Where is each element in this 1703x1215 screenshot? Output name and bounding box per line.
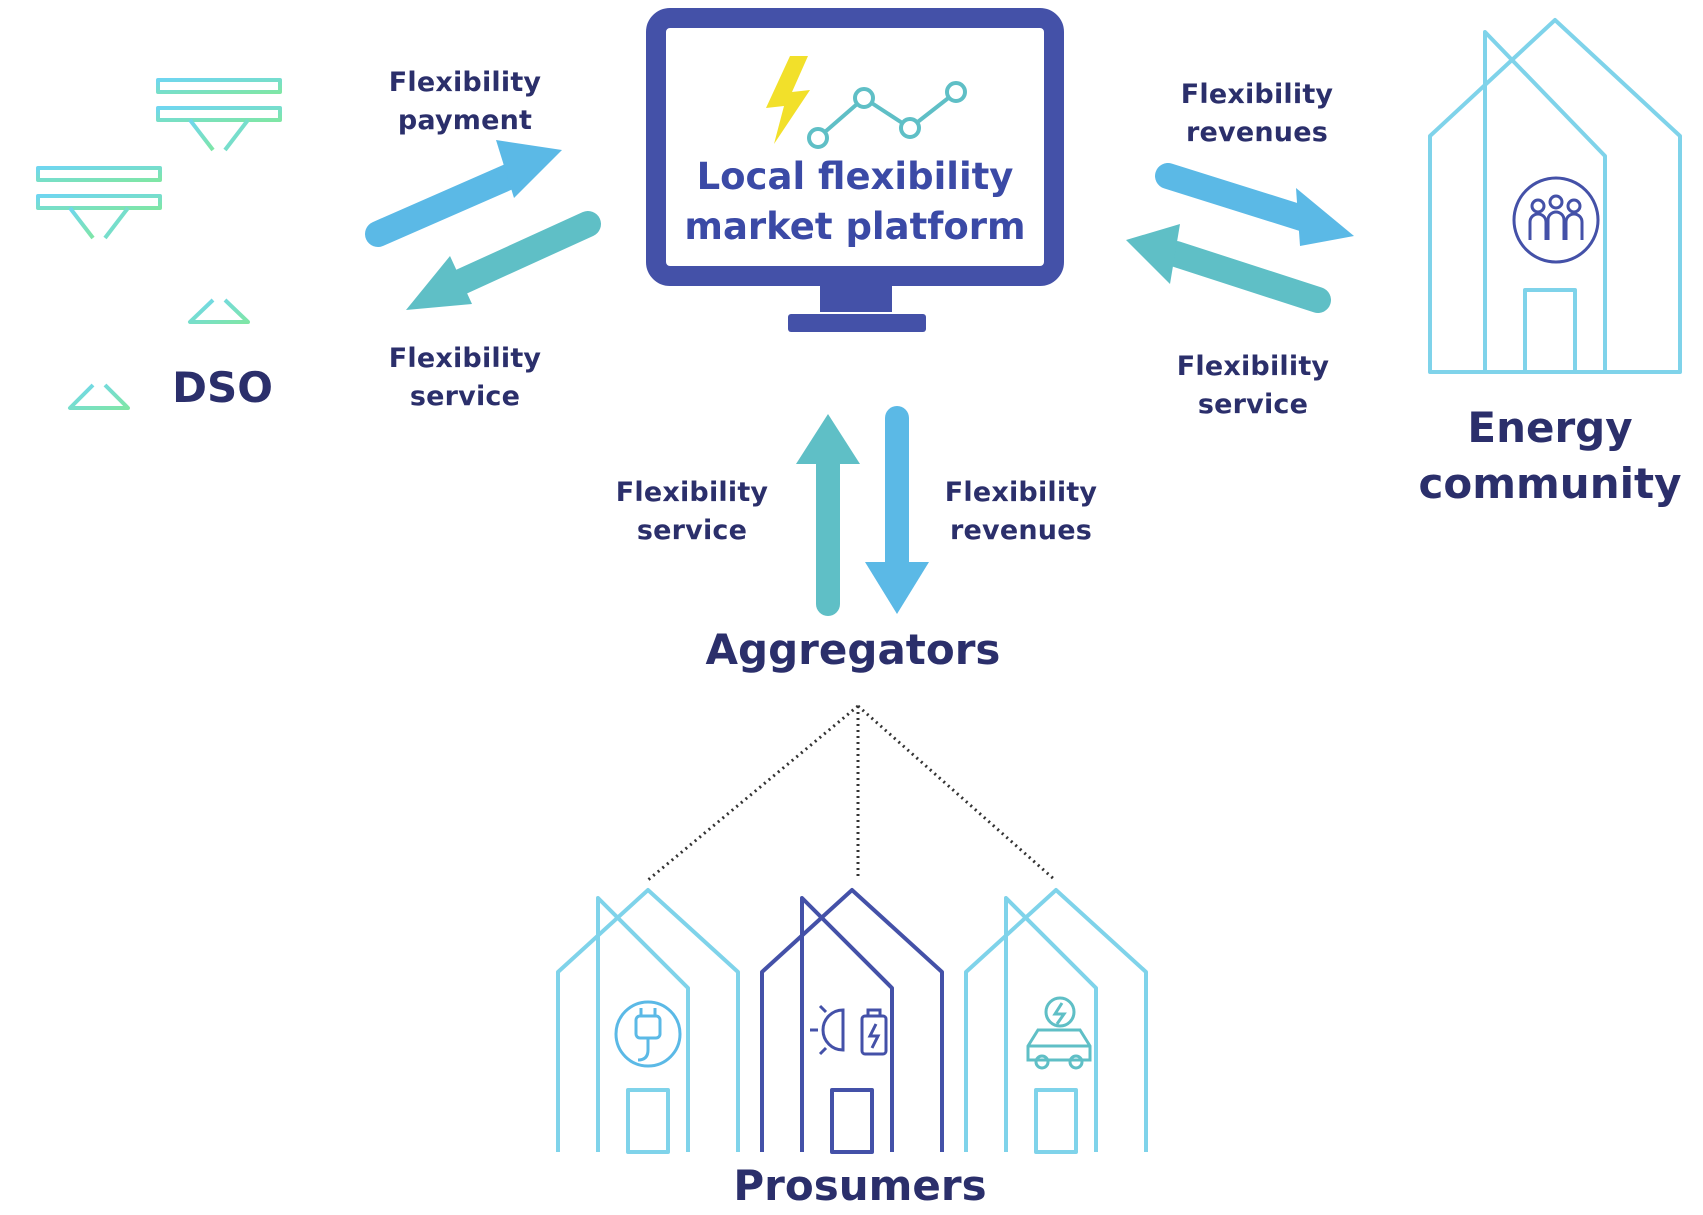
platform-title: Local flexibility market platform <box>676 152 1034 252</box>
flow-label-line: service <box>1197 389 1309 420</box>
electric-car-icon <box>1026 996 1092 1070</box>
energy-community-house <box>1428 18 1682 374</box>
flow-label-line: Flexibility <box>615 477 769 508</box>
flow-label-dso-payment: Flexibility payment <box>380 64 550 140</box>
arrow-flexibility-service-aggregators <box>796 414 860 616</box>
solar-battery-icon <box>810 1004 888 1056</box>
flow-label-dso-service: Flexibility service <box>380 340 550 416</box>
prosumer-house-car <box>964 888 1148 1154</box>
arrow-flexibility-revenues-aggregators <box>865 406 929 614</box>
prosumer-house-plug <box>556 888 740 1154</box>
arrow-flexibility-service-community <box>1126 224 1331 313</box>
flow-label-line: service <box>409 381 521 412</box>
dso-label: DSO <box>172 363 273 412</box>
power-pylon-icon <box>36 78 282 410</box>
energy-community-line2: community <box>1418 459 1682 508</box>
platform-title-line2: market platform <box>684 205 1026 248</box>
flow-label-line: service <box>636 515 748 546</box>
flow-label-line: Flexibility <box>1176 351 1330 382</box>
flow-label-line: Flexibility <box>1180 79 1334 110</box>
prosumers-label: Prosumers <box>733 1161 987 1210</box>
energy-community-line1: Energy <box>1467 403 1633 452</box>
trend-line-icon <box>807 81 967 149</box>
arrow-flexibility-revenues-community <box>1155 163 1354 246</box>
flow-label-community-revenues: Flexibility revenues <box>1172 76 1342 152</box>
plug-icon <box>614 1000 682 1068</box>
energy-community-label: Energy community <box>1400 400 1700 512</box>
arrow-flexibility-payment <box>365 140 562 247</box>
flow-label-line: Flexibility <box>388 67 542 98</box>
flow-label-aggregator-revenues: Flexibility revenues <box>936 474 1106 550</box>
flow-label-aggregator-service: Flexibility service <box>607 474 777 550</box>
prosumer-house-solar <box>760 888 944 1154</box>
community-people-icon <box>1512 176 1600 264</box>
flow-label-line: revenues <box>1186 117 1328 148</box>
flow-label-line: Flexibility <box>388 343 542 374</box>
aggregator-prosumer-links <box>647 704 1056 882</box>
flow-label-line: payment <box>397 105 533 136</box>
aggregators-label: Aggregators <box>705 625 1001 674</box>
flow-label-community-service: Flexibility service <box>1168 348 1338 424</box>
flow-label-line: Flexibility <box>944 477 1098 508</box>
lightning-bolt-icon <box>766 56 810 144</box>
flow-label-line: revenues <box>950 515 1092 546</box>
platform-title-line1: Local flexibility <box>696 155 1014 198</box>
arrow-flexibility-service-dso <box>406 211 601 310</box>
